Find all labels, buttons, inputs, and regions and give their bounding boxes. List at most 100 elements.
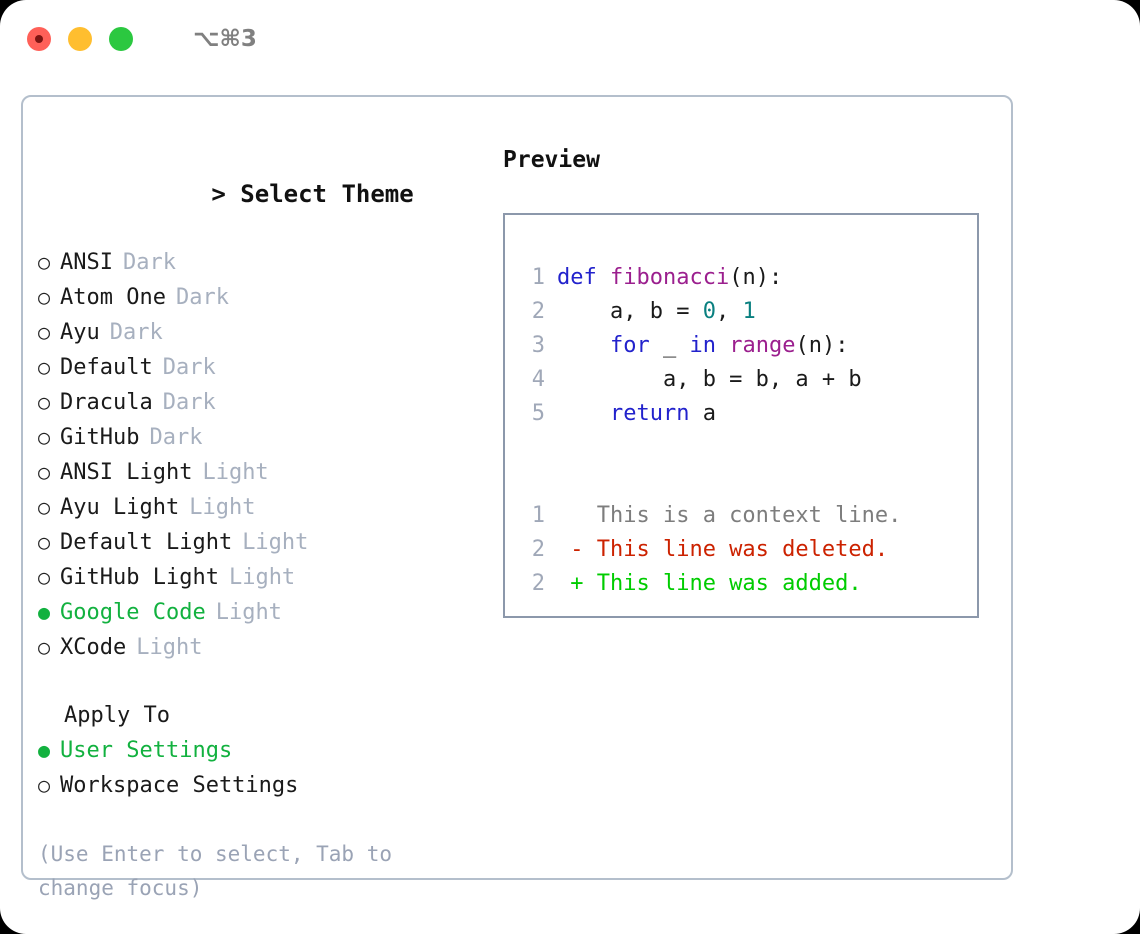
line-number: 1 — [531, 265, 545, 290]
apply-to-option-label: User Settings — [60, 738, 233, 763]
theme-variant-tag: Light — [189, 495, 256, 520]
maximize-button[interactable] — [109, 27, 133, 51]
code-token-num: 0 — [702, 299, 716, 324]
diff-line-text: This is a context line. — [557, 503, 902, 528]
code-diff-gap-2 — [519, 465, 977, 499]
heading-text: Select Theme — [240, 180, 414, 208]
theme-variant-tag: Light — [242, 530, 309, 555]
code-line-text: return a — [557, 397, 716, 431]
line-number: 2 — [531, 571, 545, 596]
code-token-pl: a, b = b, a + b — [557, 367, 862, 392]
radio-unselected-icon[interactable]: ○ — [38, 250, 51, 274]
code-token-kw: def — [557, 265, 597, 290]
code-line-text: for _ in range(n): — [557, 329, 848, 363]
theme-variant-tag: Dark — [149, 425, 203, 450]
radio-unselected-icon[interactable]: ○ — [38, 460, 51, 484]
keyboard-shortcut-label: ⌥⌘3 — [193, 26, 257, 52]
close-button[interactable] — [27, 27, 51, 51]
code-token-pl: (n): — [729, 265, 783, 290]
minimize-button[interactable] — [68, 27, 92, 51]
radio-unselected-icon[interactable]: ○ — [38, 530, 51, 554]
diff-line-text: - This line was deleted. — [557, 537, 889, 562]
line-number: 3 — [531, 333, 545, 358]
code-line: 1 def fibonacci(n): — [519, 261, 977, 295]
code-line: 3 for _ in range(n): — [519, 329, 977, 363]
theme-option-label: Default — [60, 355, 153, 380]
diff-block: 1 This is a context line. 2 - This line w… — [519, 499, 977, 601]
theme-option-github-light[interactable]: ○ GitHub Light Light — [38, 560, 498, 595]
code-token-kw: for — [609, 333, 650, 358]
code-token-fn: fibonacci — [610, 265, 730, 290]
radio-unselected-icon[interactable]: ○ — [38, 390, 51, 414]
theme-variant-tag: Light — [228, 565, 296, 590]
code-token-pl: a, b = — [557, 299, 703, 324]
radio-selected-icon[interactable]: ● — [38, 600, 51, 624]
code-token-pl — [597, 265, 610, 290]
theme-option-atom-one[interactable]: ○ Atom One Dark — [38, 280, 498, 315]
apply-to-option-label: Workspace Settings — [60, 773, 299, 798]
apply-to-option-user-settings[interactable]: ● User Settings — [38, 733, 498, 768]
heading-marker: > — [211, 180, 226, 208]
radio-selected-icon[interactable]: ● — [38, 738, 51, 762]
theme-option-label: ANSI Light — [60, 460, 193, 485]
radio-unselected-icon[interactable]: ○ — [38, 425, 51, 449]
theme-option-label: GitHub Light — [60, 565, 219, 590]
apply-to-heading: Apply To — [64, 703, 170, 728]
radio-unselected-icon[interactable]: ○ — [38, 773, 51, 797]
theme-option-label: GitHub — [60, 425, 140, 450]
theme-variant-tag: Dark — [162, 390, 216, 415]
line-number: 1 — [531, 503, 545, 528]
code-token-num: 1 — [742, 299, 756, 324]
diff-line-add: 2 + This line was added. — [519, 567, 977, 601]
select-theme-heading: > Select Theme — [38, 143, 498, 245]
radio-unselected-icon[interactable]: ○ — [38, 565, 51, 589]
code-token-kw: in — [689, 333, 716, 358]
preview-heading: Preview — [503, 147, 600, 173]
code-token-pl — [557, 333, 610, 358]
code-line-text: def fibonacci(n): — [557, 261, 782, 295]
diff-line-text: + This line was added. — [557, 571, 862, 596]
theme-variant-tag: Dark — [175, 285, 229, 310]
code-token-pl: (n): — [795, 333, 849, 358]
theme-option-github[interactable]: ○ GitHub Dark — [38, 420, 498, 455]
code-token-pl: a — [689, 401, 716, 426]
radio-unselected-icon[interactable]: ○ — [38, 320, 51, 344]
code-line-text: a, b = 0, 1 — [557, 295, 756, 329]
radio-unselected-icon[interactable]: ○ — [38, 285, 51, 309]
theme-option-default-light[interactable]: ○ Default Light Light — [38, 525, 498, 560]
radio-unselected-icon[interactable]: ○ — [38, 355, 51, 379]
theme-option-label: Dracula — [60, 390, 153, 415]
theme-option-label: ANSI — [60, 250, 113, 275]
theme-option-label: Atom One — [60, 285, 166, 310]
theme-option-dracula[interactable]: ○ Dracula Dark — [38, 385, 498, 420]
radio-unselected-icon[interactable]: ○ — [38, 635, 51, 659]
line-number: 5 — [531, 401, 545, 426]
code-line: 4 a, b = b, a + b — [519, 363, 977, 397]
line-number: 4 — [531, 367, 545, 392]
theme-option-label: Ayu — [60, 320, 100, 345]
theme-option-label: XCode — [60, 635, 127, 660]
radio-unselected-icon[interactable]: ○ — [38, 495, 51, 519]
theme-option-label: Default Light — [60, 530, 233, 555]
apply-to-option-workspace-settings[interactable]: ○ Workspace Settings — [38, 768, 498, 803]
code-line: 5 return a — [519, 397, 977, 431]
window-controls — [27, 27, 133, 51]
apply-to-list: ● User Settings ○ Workspace Settings — [38, 733, 498, 803]
theme-option-label: Google Code — [60, 600, 206, 625]
